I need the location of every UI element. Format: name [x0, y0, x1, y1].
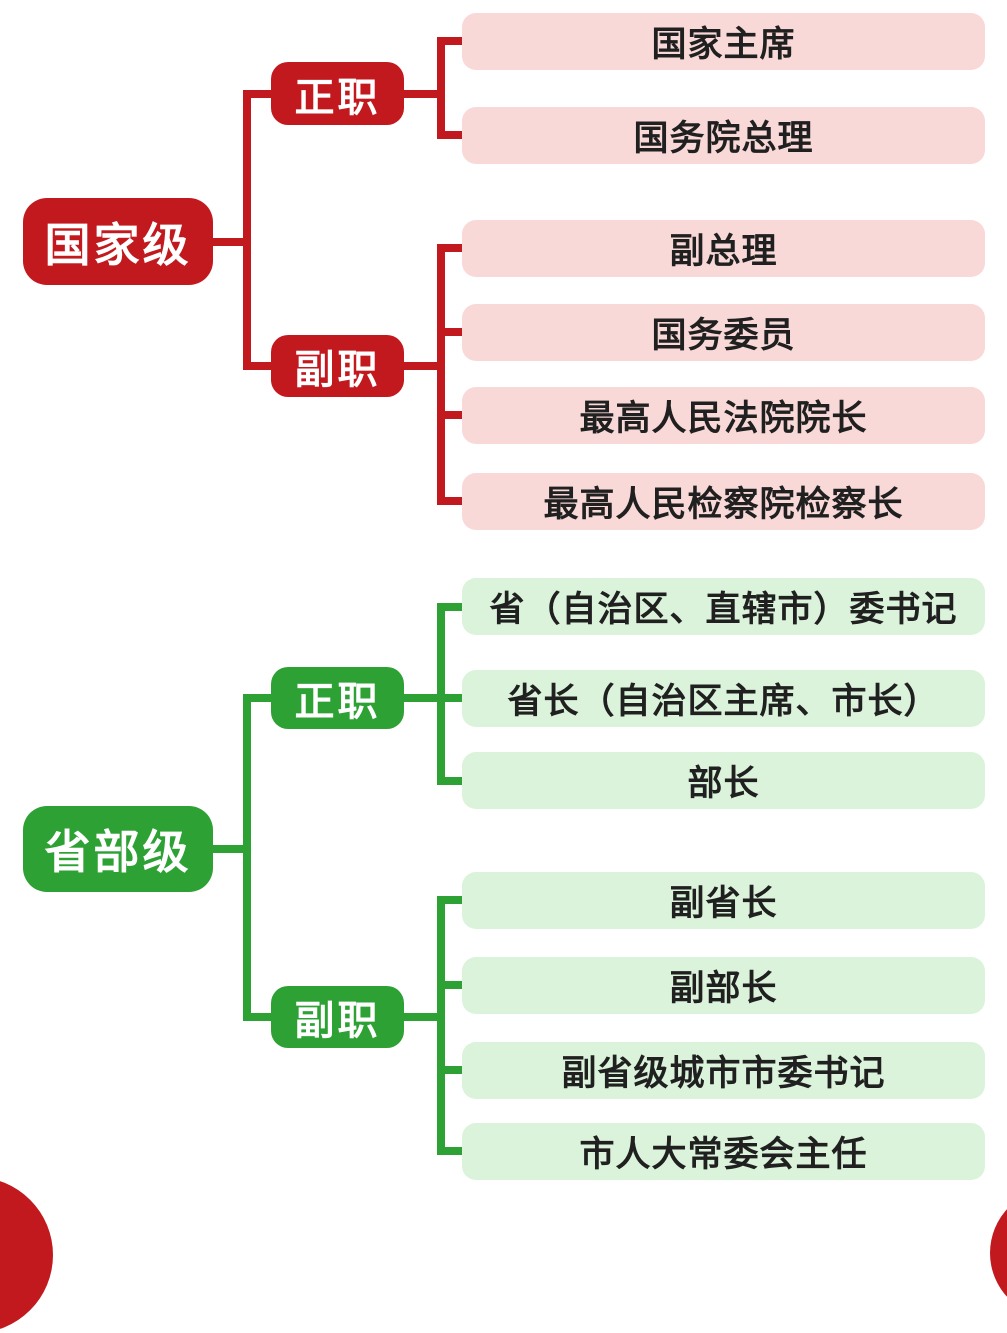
leaf-provincial-party-secretary: 省（自治区、直辖市）委书记 — [462, 578, 985, 635]
leaf-supreme-procuratorate-head: 最高人民检察院检察长 — [462, 473, 985, 530]
connector-leaf-stub — [437, 694, 464, 702]
connector-leaf-stub — [437, 328, 464, 336]
connector-principal-to-bracket — [404, 694, 445, 702]
node-provincial-level: 省部级 — [23, 806, 213, 892]
cropped-next-node-corner-left — [0, 1177, 53, 1333]
connector-provincial-principal-stub — [243, 694, 271, 702]
connector-leaf-stub — [437, 1147, 464, 1155]
connector-deputy-to-bracket — [404, 362, 445, 370]
leaf-subprovincial-city-party-secretary: 副省级城市市委书记 — [462, 1042, 985, 1099]
rank-mindmap-diagram: 国家级 正职 国家主席 国务院总理 副职 副总理 国务委员 最高人民法院院长 最… — [0, 13, 1007, 1333]
connector-leaf-stub — [437, 411, 464, 419]
node-national-deputy: 副职 — [271, 335, 404, 397]
leaf-minister: 部长 — [462, 752, 985, 809]
node-national-principal: 正职 — [271, 62, 404, 125]
cropped-decoration-corner-right — [990, 1188, 1007, 1318]
node-provincial-deputy: 副职 — [271, 986, 404, 1048]
connector-leaf-stub — [437, 37, 464, 45]
connector-leaf-stub — [437, 981, 464, 989]
connector-deputy-bracket — [437, 896, 445, 1155]
connector-leaf-stub — [437, 497, 464, 505]
leaf-city-peoples-congress-chairman: 市人大常委会主任 — [462, 1123, 985, 1180]
connector-leaf-stub — [437, 1066, 464, 1074]
leaf-governor: 省长（自治区主席、市长） — [462, 670, 985, 727]
connector-leaf-stub — [437, 777, 464, 785]
connector-national-trunk — [243, 90, 251, 370]
connector-national-deputy-stub — [243, 362, 271, 370]
node-national-level: 国家级 — [23, 198, 213, 285]
leaf-supreme-court-president: 最高人民法院院长 — [462, 387, 985, 444]
connector-deputy-to-bracket — [404, 1013, 445, 1021]
node-provincial-principal: 正职 — [271, 667, 404, 729]
connector-national-root-stub — [213, 238, 249, 246]
connector-leaf-stub — [437, 896, 464, 904]
leaf-state-council-premier: 国务院总理 — [462, 107, 985, 164]
connector-deputy-bracket — [437, 244, 445, 505]
connector-leaf-stub — [437, 603, 464, 611]
connector-principal-to-bracket — [404, 90, 445, 98]
connector-national-principal-stub — [243, 90, 271, 98]
leaf-vice-minister: 副部长 — [462, 957, 985, 1014]
connector-provincial-root-stub — [213, 845, 249, 853]
connector-provincial-trunk — [243, 694, 251, 1021]
connector-leaf-stub — [437, 244, 464, 252]
leaf-state-president: 国家主席 — [462, 13, 985, 70]
leaf-vice-governor: 副省长 — [462, 872, 985, 929]
connector-leaf-stub — [437, 131, 464, 139]
leaf-state-councilor: 国务委员 — [462, 304, 985, 361]
leaf-vice-premier: 副总理 — [462, 220, 985, 277]
connector-principal-bracket — [437, 37, 445, 139]
connector-provincial-deputy-stub — [243, 1013, 271, 1021]
